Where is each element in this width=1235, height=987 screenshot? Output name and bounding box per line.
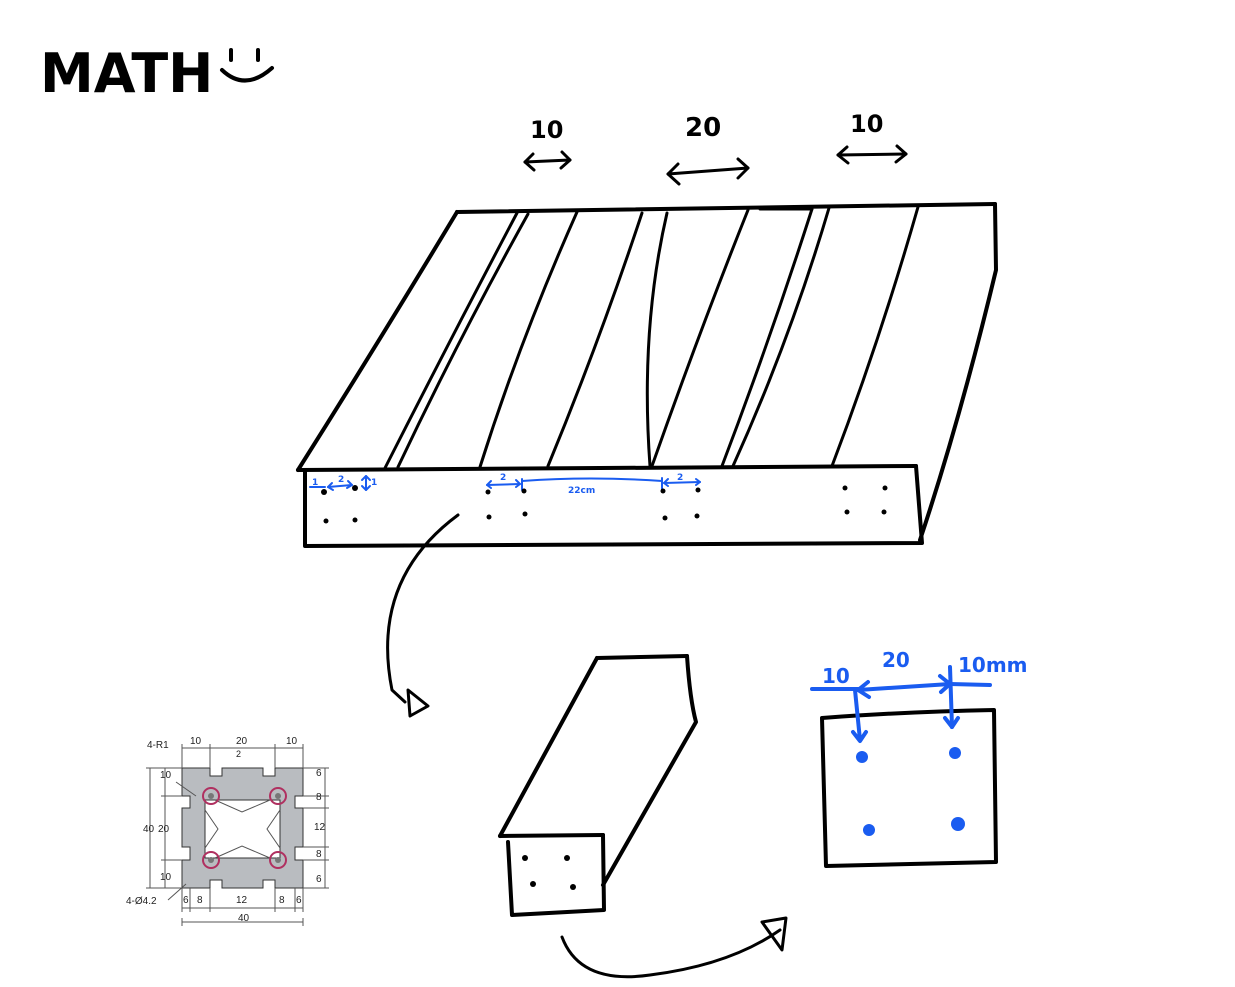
top-dim-right-arrow (836, 144, 908, 165)
spec-right-dim-3: 12 (314, 822, 326, 833)
edge-label-5: 2 (677, 473, 683, 483)
bar-piece-drawing (498, 654, 698, 917)
top-dim-left: 10 (530, 116, 563, 144)
spec-right-dim-2: 8 (316, 792, 322, 803)
edge-label-1: 1 (312, 478, 318, 488)
spec-top-small: 2 (236, 749, 241, 759)
slab-drawing (296, 202, 998, 548)
spec-hole: 4-Ø4.2 (126, 896, 157, 907)
spec-bottom-dim-4: 8 (279, 895, 285, 906)
spec-left-dim-1: 10 (160, 770, 172, 781)
spec-bottom-dim-2: 8 (197, 895, 203, 906)
spec-top-dim-1: 10 (190, 736, 202, 747)
profile-spec-drawing (146, 744, 329, 926)
top-dim-right: 10 (850, 110, 883, 138)
curved-arrow-right (560, 916, 788, 979)
square-dim-middle: 20 (882, 648, 910, 672)
spec-right-dim-5: 6 (316, 874, 322, 885)
square-dim-left: 10 (822, 664, 850, 688)
edge-label-2: 2 (338, 475, 344, 485)
square-section-drawing (820, 708, 998, 868)
edge-label-3: 1 (371, 478, 377, 488)
top-dim-middle: 20 (685, 113, 721, 143)
spec-left-dim-4: 10 (160, 872, 172, 883)
smiley-icon (220, 48, 274, 83)
spec-top-dim-2: 20 (236, 736, 248, 747)
edge-holes (321, 485, 888, 524)
spec-bottom-dim-3: 12 (236, 895, 248, 906)
spec-corner-radius: 4-R1 (147, 740, 169, 751)
edge-annotations (309, 475, 701, 491)
title-text: MATH (40, 42, 213, 105)
square-holes (856, 747, 965, 836)
edge-span-label: 22cm (568, 486, 595, 496)
spec-right-dim-4: 8 (316, 849, 322, 860)
square-dim-right: 10mm (958, 653, 1028, 677)
square-blue-dims (810, 665, 992, 743)
top-dim-left-arrow (523, 150, 572, 172)
spec-bottom-total: 40 (238, 913, 250, 924)
spec-left-dim-3: 20 (158, 824, 170, 835)
spec-top-dim-3: 10 (286, 736, 298, 747)
spec-bottom-dim-1: 6 (183, 895, 189, 906)
spec-left-dim-2: 40 (143, 824, 155, 835)
spec-right-dim-1: 6 (316, 768, 322, 779)
spec-bottom-dim-5: 6 (296, 895, 302, 906)
top-dim-middle-arrow (666, 157, 750, 186)
curved-arrow-down (386, 513, 460, 718)
edge-label-4: 2 (500, 473, 506, 483)
